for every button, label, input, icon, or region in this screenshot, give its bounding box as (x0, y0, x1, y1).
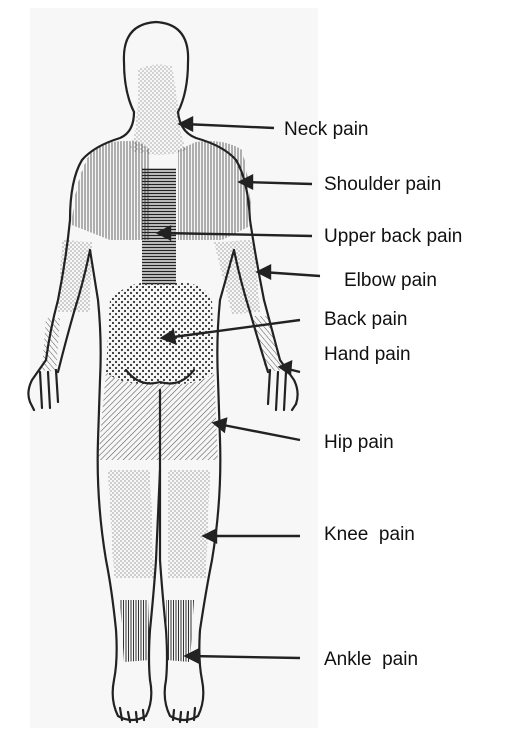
shoulder-pain-label: Shoulder pain (324, 174, 441, 196)
hip-region (98, 372, 218, 460)
upper-back-pain-label: Upper back pain (324, 226, 462, 248)
right-ankle-region (166, 600, 194, 662)
hip-pain-label: Hip pain (324, 432, 394, 454)
knee-pain-label: Knee pain (324, 524, 415, 546)
ankle-pain-label: Ankle pain (324, 649, 418, 671)
elbow-pain-label: Elbow pain (344, 270, 437, 292)
right-knee-region (168, 470, 210, 578)
left-knee-region (108, 470, 154, 578)
neck-pain-label: Neck pain (284, 119, 369, 141)
right-shoulder-region (178, 141, 252, 240)
hand-pain-label: Hand pain (324, 344, 411, 366)
back-pain-label: Back pain (324, 309, 407, 331)
left-ankle-region (120, 600, 150, 662)
